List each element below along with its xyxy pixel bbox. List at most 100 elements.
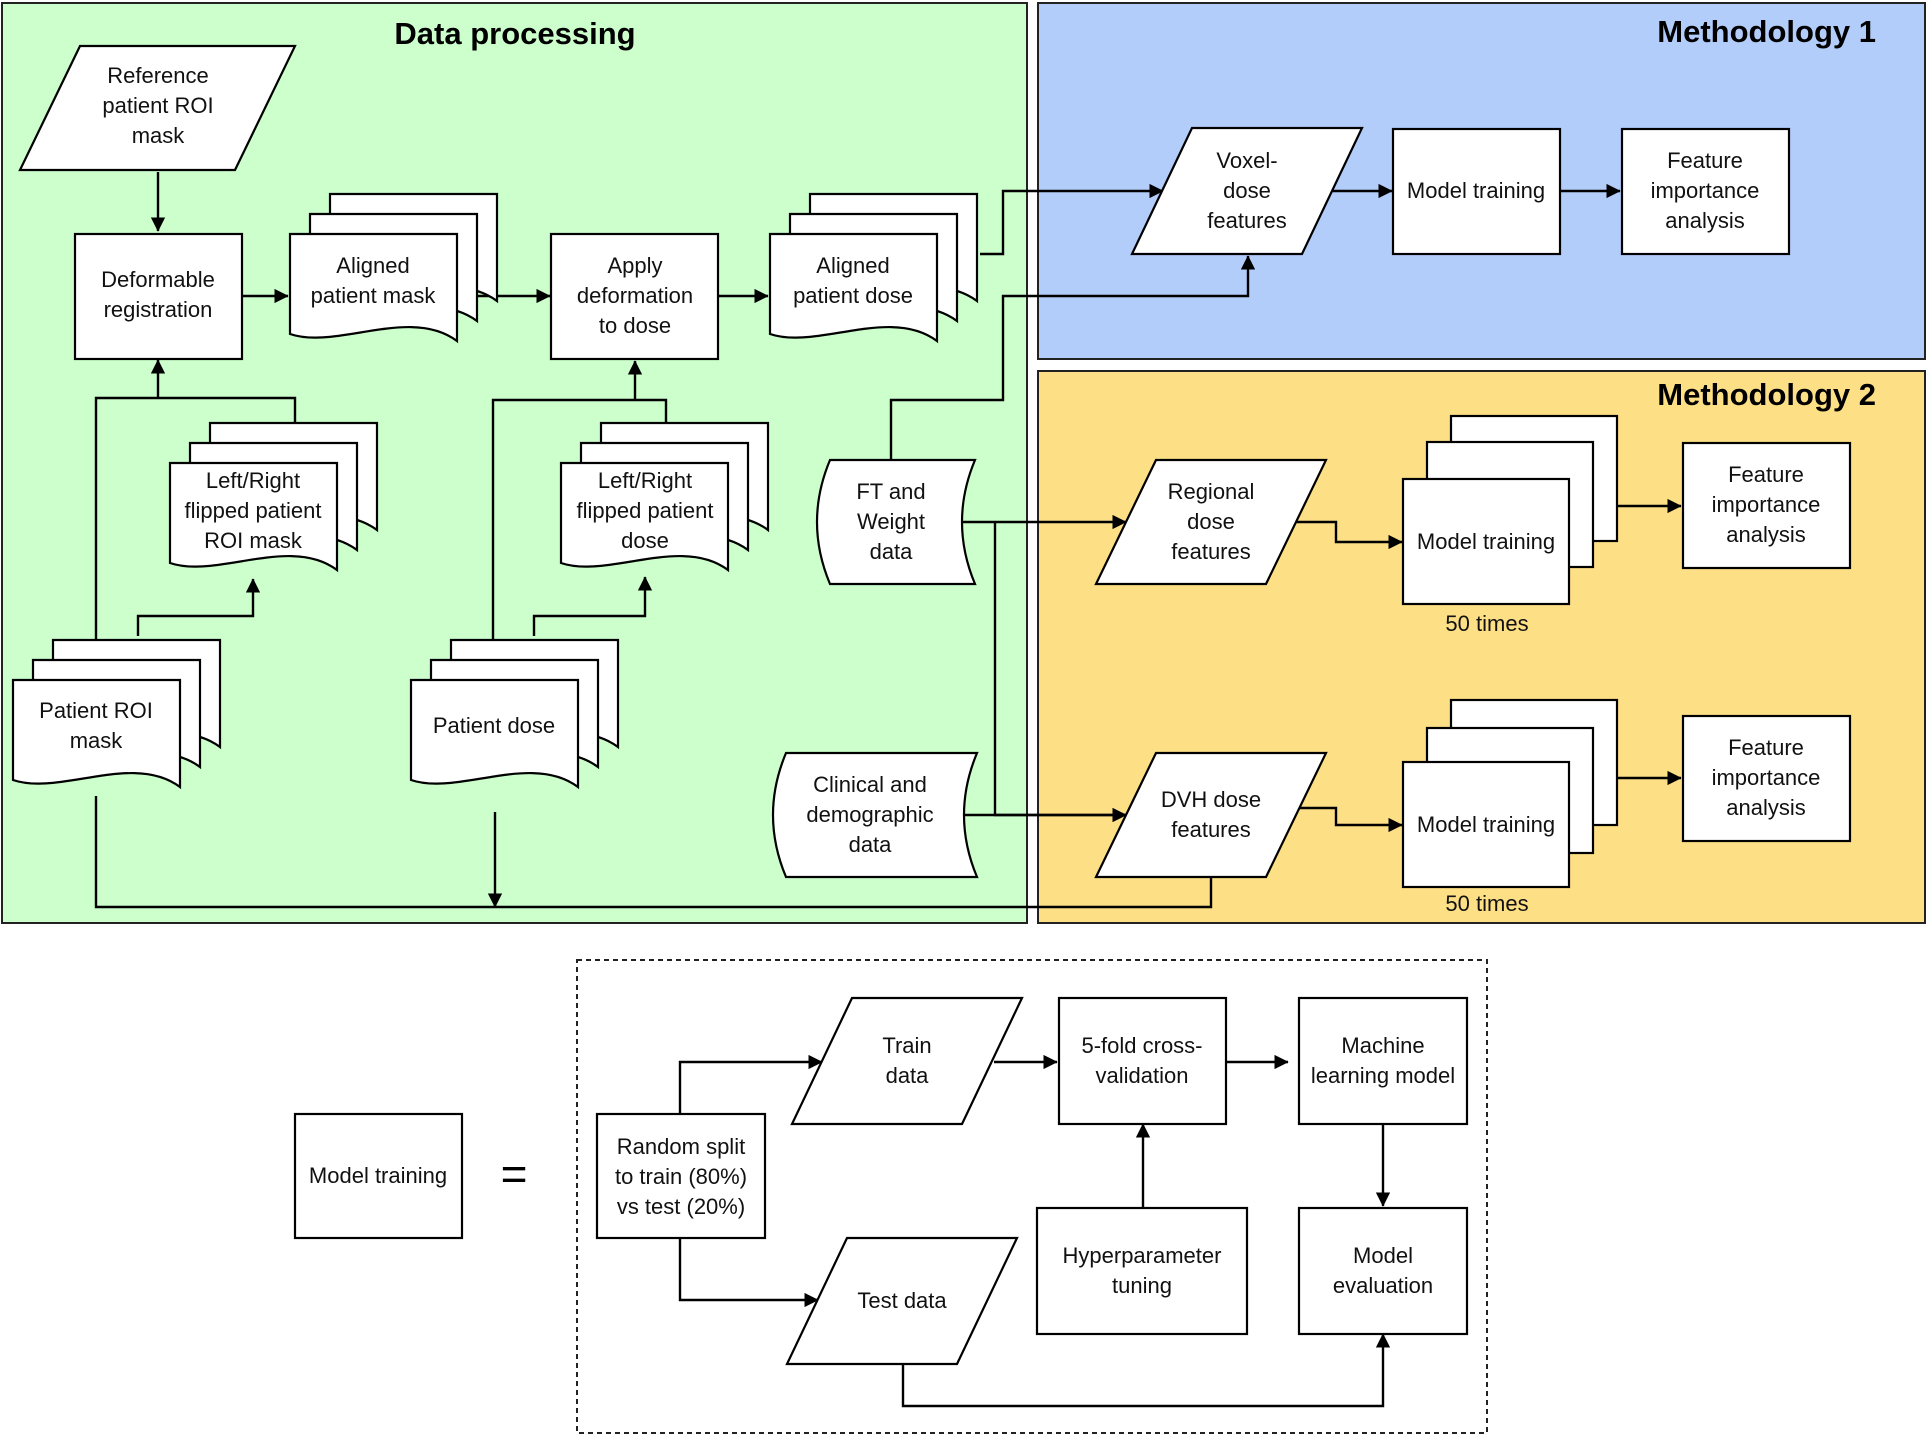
node-label-line: flipped patient [577,498,714,523]
aligned-patient-mask-node: Aligned patient mask [288,192,499,344]
node-label-line: to train (80%) [615,1164,747,1189]
node-label-line: validation [1096,1063,1189,1088]
methodology-1-title: Methodology 1 [1657,14,1876,49]
node-label-line: analysis [1726,795,1805,820]
node-label-line: importance [1651,178,1760,203]
node-label-line: analysis [1665,208,1744,233]
node-label-line: Weight [857,509,925,534]
patient-dose-node: Patient dose [409,638,620,790]
node-label-line: data [886,1063,930,1088]
node-label-line: Model training [1417,529,1555,554]
node-label-line: dose [1187,509,1235,534]
node-label-line: learning model [1311,1063,1455,1088]
m1-model-training-node: Model training [1391,127,1562,256]
edge-ft-to-voxel [889,255,1256,460]
node-label-line: Model training [1407,178,1545,203]
node-label-line: Regional [1168,479,1255,504]
edge-patient-data-to-dvh [94,796,1213,907]
node-label: 50 times [1445,891,1528,916]
node-label-line: Machine [1341,1033,1424,1058]
legend-cross-validation-node: 5-fold cross-validation [1057,996,1228,1126]
node-label-line: vs test (20%) [617,1194,745,1219]
node-label-line: evaluation [1333,1273,1433,1298]
node-label-line: Train [882,1033,931,1058]
methodology-2-title: Methodology 2 [1657,377,1876,412]
node-label-line: demographic [806,802,933,827]
clinical-data-node: Clinical and demographic data [771,751,979,879]
node-label-line: deformation [577,283,693,308]
node-label-line: patient mask [311,283,437,308]
node-label-line: dose [1223,178,1271,203]
node-label-line: tuning [1112,1273,1172,1298]
edge-masks-to-registration [94,360,297,680]
node-label-line: FT and [856,479,925,504]
edge-regional-to-training [1296,520,1403,550]
node-label-line: patient dose [793,283,913,308]
m1-feature-importance-node: Feature importance analysis [1620,127,1791,256]
m2a-model-training-node: Model training 50 times [1401,414,1619,636]
node-label-line: importance [1712,492,1821,517]
m2b-model-training-node: Model training 50 times [1401,698,1619,916]
node-label-line: features [1171,817,1251,842]
legend-ml-model-node: Machine learning model [1297,996,1469,1126]
aligned-patient-dose-node: Aligned patient dose [768,192,979,344]
edge-doses-to-apply [491,361,668,680]
node-label-line: Voxel- [1216,148,1277,173]
node-label-line: registration [104,297,213,322]
data-processing-title: Data processing [394,16,635,51]
node-label-line: Random split [617,1134,745,1159]
node-label-line: Patient dose [433,713,555,738]
legend-equals-sign: = [501,1148,528,1200]
legend-train-data-node: Train data [790,996,1024,1126]
edge-test-to-evaluation [901,1333,1391,1408]
node-label-line: data [849,832,893,857]
node-label-line: Model training [1417,812,1555,837]
node-label-line: dose [621,528,669,553]
deformable-registration-node: Deformable registration [73,232,244,361]
equals-sign: = [501,1148,528,1200]
edge-dose-to-flipped-dose [532,576,653,636]
flipped-dose-node: Left/Right flipped patient dose [559,421,770,573]
node-label-line: analysis [1726,522,1805,547]
node-label-line: Aligned [336,253,409,278]
node-label-line: mask [132,123,186,148]
node-label-line: Aligned [816,253,889,278]
node-label-line: features [1207,208,1287,233]
apply-deformation-node: Apply deformation to dose [549,232,720,361]
node-label-line: Feature [1728,462,1804,487]
edge-split-to-train [678,1054,823,1114]
edge-mask-to-flipped-mask [136,578,261,636]
connectors [94,172,1682,1408]
node-label-line: Hyperparameter [1063,1243,1222,1268]
node-label-line: Model training [309,1163,447,1188]
node-label-line: mask [70,728,124,753]
node-label-line: Clinical and [813,772,927,797]
node-label-line: Feature [1728,735,1804,760]
node-label: 50 times [1445,611,1528,636]
node-label-line: ROI mask [204,528,303,553]
edge-aligned-dose-to-voxel [980,183,1164,256]
node-label-line: Model [1353,1243,1413,1268]
edge-split-to-test [678,1238,819,1308]
node-label-line: Deformable [101,267,215,292]
node-label-line: data [870,539,914,564]
node-label-line: Feature [1667,148,1743,173]
m2a-feature-importance-node: Feature importance analysis [1681,441,1852,570]
node-label-line: to dose [599,313,671,338]
node-label-line: 5-fold cross- [1081,1033,1202,1058]
voxel-dose-features-node: Voxel-dose features [1130,126,1364,256]
legend-model-training-node: Model training [293,1112,464,1240]
node-label-line: Reference [107,63,209,88]
edge-dvh-to-training [1296,806,1403,833]
legend-random-split-node: Random split to train (80%) vs test (20%) [595,1112,767,1240]
node-label-line: Apply [607,253,662,278]
legend-model-evaluation-node: Model evaluation [1297,1206,1469,1336]
node-label-line: Left/Right [598,468,692,493]
node-label-line: DVH dose [1161,787,1261,812]
